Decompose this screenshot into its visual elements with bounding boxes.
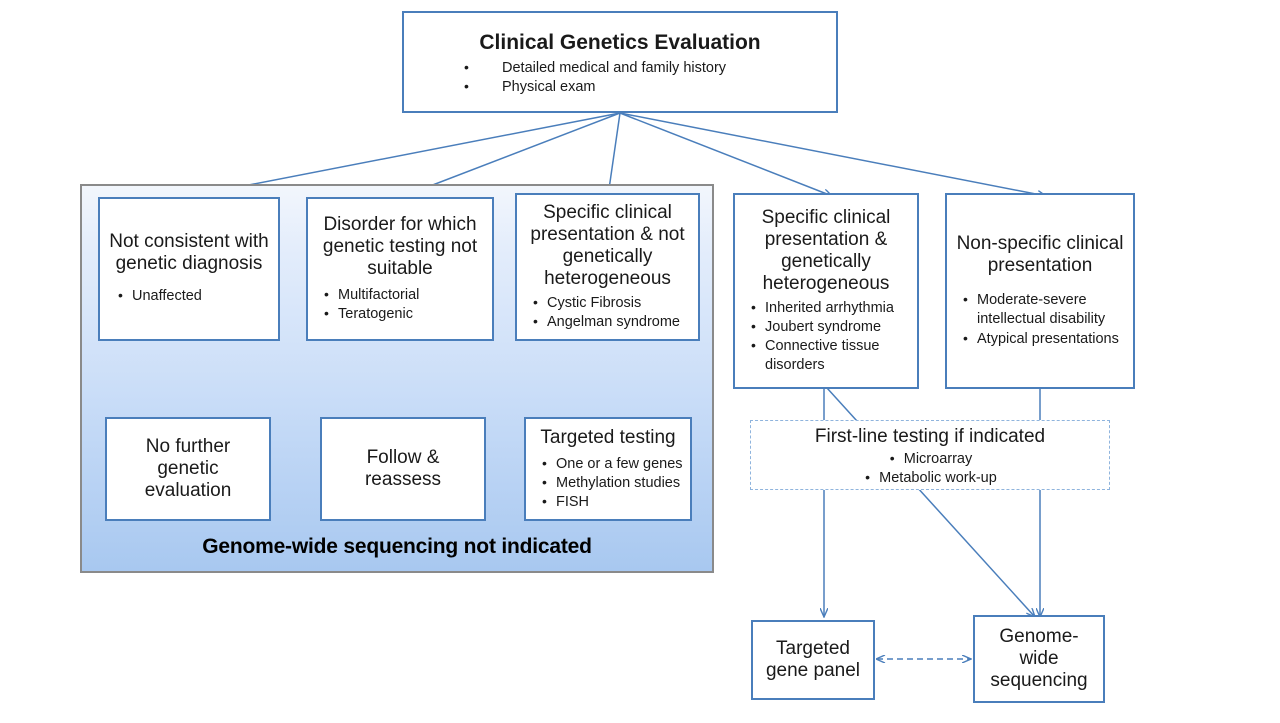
bullet-item: One or a few genes [540, 454, 686, 474]
bullet-item: Inherited arrhythmia [749, 298, 913, 318]
node-specific-clinical-presentation-genetically-heterogeneous[interactable]: Specific clinical presentation & genetic… [733, 193, 919, 389]
node-genome-wide-sequencing[interactable]: Genome- wide sequencing [973, 615, 1105, 703]
node-bullet-list: Cystic Fibrosis Angelman syndrome [517, 293, 698, 332]
node-title: Targeted gene panel [765, 637, 861, 681]
node-bullet-list: Microarray Metabolic work-up [751, 449, 1113, 488]
node-specific-clinical-presentation-not-genetically-heterogeneous[interactable]: Specific clinical presentation & not gen… [515, 193, 700, 341]
bullet-item: Detailed medical and family history [464, 58, 832, 78]
bullet-item: Angelman syndrome [531, 312, 694, 332]
node-title: Specific clinical presentation & genetic… [761, 206, 891, 294]
bullet-item: Multifactorial [322, 285, 488, 305]
bullet-item: Methylation studies [540, 473, 686, 493]
node-title: Clinical Genetics Evaluation [479, 30, 761, 54]
node-not-consistent-with-genetic-diagnosis[interactable]: Not consistent with genetic diagnosis Un… [98, 197, 280, 341]
bullet-item: Moderate-severe intellectual disability [961, 290, 1129, 329]
node-bullet-list: Detailed medical and family history Phys… [404, 58, 836, 97]
node-bullet-list: Unaffected [100, 286, 278, 306]
node-disorder-genetic-testing-not-suitable[interactable]: Disorder for which genetic testing not s… [306, 197, 494, 341]
bullet-item: Physical exam [464, 77, 832, 97]
node-title: Follow & reassess [364, 446, 442, 490]
node-bullet-list: One or a few genes Methylation studies F… [526, 454, 690, 512]
node-no-further-genetic-evaluation[interactable]: No further genetic evaluation [105, 417, 271, 521]
node-title: Non-specific clinical presentation [956, 233, 1124, 277]
node-follow-and-reassess[interactable]: Follow & reassess [320, 417, 486, 521]
bullet-item: Microarray [888, 449, 972, 469]
node-title: Targeted testing [540, 427, 676, 448]
node-title: Genome- wide sequencing [990, 625, 1088, 692]
bullet-item: Atypical presentations [961, 329, 1129, 349]
bullet-item: Joubert syndrome [749, 317, 913, 337]
node-non-specific-clinical-presentation[interactable]: Non-specific clinical presentation Moder… [945, 193, 1135, 389]
bullet-item: Metabolic work-up [863, 468, 997, 488]
node-title: Not consistent with genetic diagnosis [109, 231, 269, 275]
node-first-line-testing-if-indicated[interactable]: First-line testing if indicated Microarr… [750, 420, 1110, 490]
node-title: First-line testing if indicated [814, 426, 1046, 447]
bullet-item: Unaffected [116, 286, 274, 306]
node-bullet-list: Moderate-severe intellectual disability … [947, 290, 1133, 349]
node-targeted-gene-panel[interactable]: Targeted gene panel [751, 620, 875, 700]
node-bullet-list: Multifactorial Teratogenic [308, 285, 492, 324]
node-title: Disorder for which genetic testing not s… [322, 213, 478, 279]
panel-caption: Genome-wide sequencing not indicated [202, 535, 592, 558]
bullet-item: Teratogenic [322, 304, 488, 324]
node-title: No further genetic evaluation [144, 435, 232, 502]
bullet-item: Connective tissue disorders [749, 336, 913, 375]
bullet-item: FISH [540, 492, 686, 512]
node-title: Specific clinical presentation & not gen… [530, 201, 685, 289]
node-bullet-list: Inherited arrhythmia Joubert syndrome Co… [735, 298, 917, 376]
node-clinical-genetics-evaluation[interactable]: Clinical Genetics Evaluation Detailed me… [402, 11, 838, 113]
node-targeted-testing[interactable]: Targeted testing One or a few genes Meth… [524, 417, 692, 521]
bullet-item: Cystic Fibrosis [531, 293, 694, 313]
